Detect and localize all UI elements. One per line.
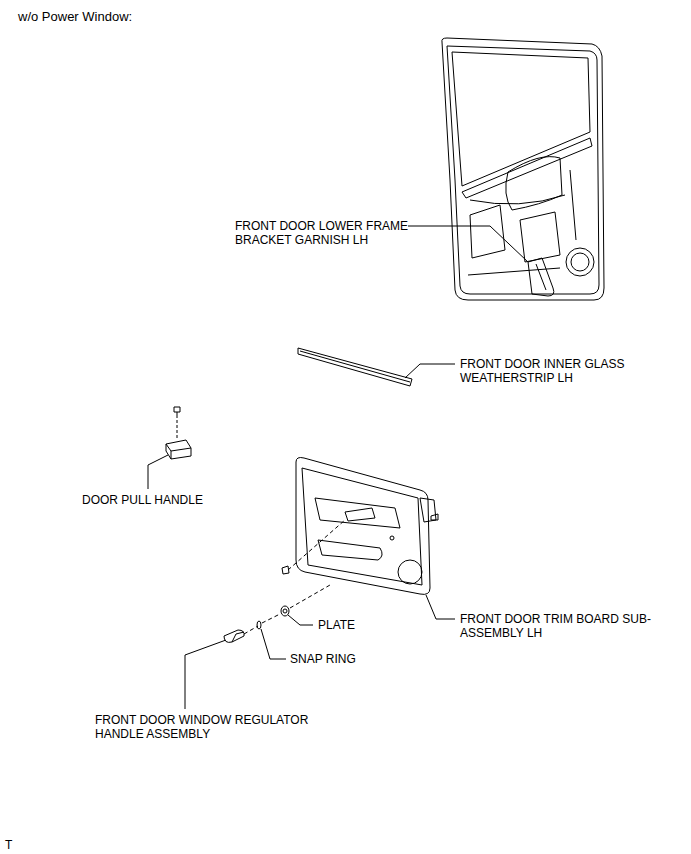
- leader-line: [261, 629, 286, 659]
- weatherstrip-part: [298, 348, 412, 386]
- garnish-part: [528, 258, 554, 296]
- figure-code: T: [5, 838, 35, 852]
- handle-body: [166, 440, 191, 459]
- trim-inner: [302, 468, 422, 585]
- bracket: [420, 498, 436, 522]
- weatherstrip-edge: [300, 351, 410, 382]
- leader-line: [426, 595, 455, 619]
- plate-part: [283, 609, 287, 613]
- part-label: PLATE: [318, 618, 398, 632]
- dash-line: [244, 585, 330, 634]
- door-hole: [520, 212, 560, 262]
- armrest: [315, 498, 400, 528]
- handle-recess: [345, 508, 375, 521]
- window-opening: [452, 52, 590, 186]
- pocket: [318, 540, 382, 560]
- plate-part: [281, 606, 289, 616]
- leader-line: [408, 226, 528, 262]
- screw: [431, 514, 438, 520]
- dash-line: [177, 420, 178, 440]
- part-label: FRONT DOOR INNER GLASS WEATHERSTRIP LH: [460, 357, 665, 385]
- garnish-edge: [536, 264, 546, 290]
- part-label: FRONT DOOR LOWER FRAME BRACKET GARNISH L…: [235, 219, 410, 247]
- part-label: FRONT DOOR WINDOW REGULATOR HANDLE ASSEM…: [95, 713, 345, 741]
- speaker-grille: [398, 560, 422, 584]
- leader-line: [148, 455, 168, 489]
- door-hole: [470, 205, 505, 258]
- leader-line: [288, 615, 313, 625]
- leader-line: [405, 364, 455, 378]
- part-label: DOOR PULL HANDLE: [82, 493, 242, 507]
- hole: [390, 536, 394, 540]
- door-rib: [468, 170, 576, 275]
- screw: [282, 566, 289, 574]
- leader-line: [185, 640, 226, 709]
- screw: [174, 407, 180, 418]
- pull-handle-part: [166, 407, 191, 459]
- regulator-handle-part: [224, 630, 244, 642]
- part-label: SNAP RING: [290, 652, 390, 666]
- snap-ring-part: [257, 621, 261, 629]
- trim-outline: [296, 458, 430, 595]
- dash-line: [288, 520, 345, 570]
- door-panel: [442, 38, 604, 300]
- speaker-hole: [566, 248, 594, 276]
- door-outline: [442, 38, 604, 300]
- window-sill: [462, 138, 592, 198]
- diagram-title: w/o Power Window:: [18, 10, 132, 24]
- part-label: FRONT DOOR TRIM BOARD SUB-ASSEMBLY LH: [460, 612, 675, 640]
- trim-board-part: [282, 458, 438, 595]
- speaker-hole: [571, 253, 589, 271]
